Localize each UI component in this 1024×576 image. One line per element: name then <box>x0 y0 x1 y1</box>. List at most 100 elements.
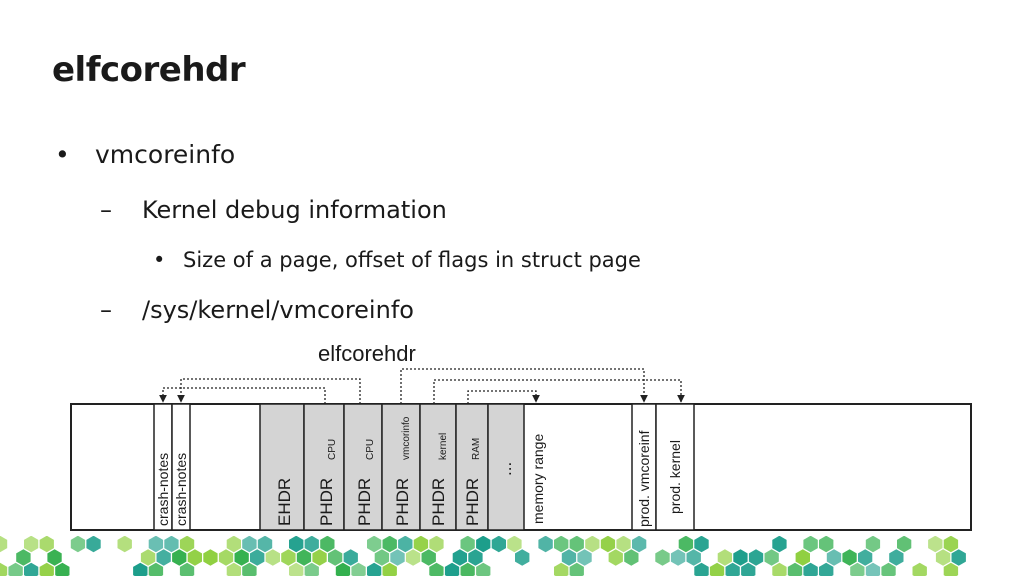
footer-hexagon <box>8 562 23 576</box>
footer-hexagon <box>242 562 257 576</box>
crash-notes-label-1: crash-notes <box>155 453 171 526</box>
footer-hexagon <box>826 549 842 566</box>
footer-hexagon <box>24 562 39 576</box>
ehdr-cell <box>259 403 305 531</box>
footer-hexagon <box>257 536 273 553</box>
phdr-sub-5: RAM <box>471 438 482 460</box>
footer-hexagon <box>515 549 530 566</box>
memory-range-label: memory range <box>530 434 546 524</box>
footer-hexagon <box>296 549 312 566</box>
footer-hexagon <box>608 549 623 566</box>
footer-hexagon <box>335 562 351 576</box>
phdr-vmcoreinfo-cell <box>381 403 421 531</box>
arrow-cpu2-to-crash-notes <box>177 378 361 404</box>
footer-hexagon <box>725 562 740 576</box>
footer-hexagon <box>476 536 491 553</box>
footer-hexagon <box>795 549 810 566</box>
footer-hexagon <box>164 536 179 553</box>
footer-hexagon <box>787 562 803 576</box>
footer-hexagon <box>351 562 366 576</box>
footer-hexagon <box>0 562 8 576</box>
footer-hexagon <box>748 549 764 566</box>
diagram-title: elfcorehdr <box>318 341 416 366</box>
footer-hexagon <box>187 549 202 566</box>
elfcorehdr-diagram: elfcorehdr crash-notes crash-notes EHDR … <box>70 341 972 531</box>
slide-title: elfcorehdr <box>52 50 246 90</box>
footer-hexagon <box>39 562 54 576</box>
footer-hexagon <box>179 562 195 576</box>
footer-hexagon <box>600 536 616 553</box>
footer-hexagon <box>569 562 584 576</box>
ellipsis-label: ... <box>496 462 515 476</box>
footer-hexagon <box>382 536 397 553</box>
footer-hexagon <box>289 562 304 576</box>
footer-hexagon <box>148 536 164 553</box>
footer-hexagon <box>250 549 265 566</box>
footer-hexagon <box>554 536 569 553</box>
footer-hexagon <box>328 549 343 566</box>
footer-hexagon <box>850 562 865 576</box>
footer-hexagon <box>421 549 436 566</box>
footer-hexagon <box>554 562 569 576</box>
bullet-marker: – <box>100 196 112 224</box>
footer-hexagon <box>616 536 631 553</box>
footer-hexagon <box>803 536 818 553</box>
prod-kernel-cell <box>655 403 695 531</box>
footer-hexagon <box>289 536 304 553</box>
footer-hexagon <box>538 536 553 553</box>
footer-hexagon <box>632 536 647 553</box>
bullet-page-size: •Size of a page, offset of flags in stru… <box>153 248 641 272</box>
footer-hexagon <box>928 536 943 553</box>
footer-hexagon <box>382 562 397 576</box>
footer-hexagon <box>148 562 164 576</box>
footer-hexagon <box>655 549 670 566</box>
footer-hexagon <box>133 562 148 576</box>
phdr-sub-2: CPU <box>365 439 376 460</box>
bullet-sysfs-path: – /sys/kernel/vmcoreinfo <box>100 296 414 324</box>
footer-hexagon <box>943 562 959 576</box>
footer-hexagon <box>772 536 787 553</box>
bullet-marker: – <box>100 296 112 324</box>
phdr-kernel-cell <box>419 403 457 531</box>
footer-hexagon <box>70 536 86 553</box>
phdr-label-5: PHDR <box>463 478 482 526</box>
bullet-vmcoreinfo: • vmcoreinfo <box>55 140 235 169</box>
footer-hexagon <box>0 536 8 553</box>
footer-hexagon <box>577 549 592 566</box>
footer-hexagon <box>429 536 444 553</box>
footer-hexagon <box>709 562 725 576</box>
footer-hexagon <box>304 536 319 553</box>
phdr-label-2: PHDR <box>355 478 374 526</box>
bullet-text: /sys/kernel/vmcoreinfo <box>142 296 414 324</box>
footer-hexagon <box>912 562 927 576</box>
footer-hexagon <box>889 549 904 566</box>
prod-vmcoreinfo-cell <box>631 403 657 531</box>
footer-hexagon <box>55 562 70 576</box>
footer-hexagon <box>764 549 779 566</box>
prod-vmcoreinfo-label: prod. vmcoreinf <box>636 430 652 527</box>
bullet-marker: • <box>55 140 70 169</box>
footer-hexagon <box>865 562 881 576</box>
footer-hexagon <box>897 536 912 553</box>
footer-hexagon <box>935 549 951 566</box>
crash-notes-cell-2 <box>171 403 191 531</box>
phdr-label-1: PHDR <box>317 478 336 526</box>
footer-hexagon <box>772 562 787 576</box>
bullet-text: Kernel debug information <box>142 196 447 224</box>
footer-hexagon <box>460 536 475 553</box>
footer-hexagon <box>242 536 257 553</box>
footer-hexagon <box>444 562 460 576</box>
ehdr-label: EHDR <box>275 478 294 526</box>
ellipsis-cell <box>487 403 525 531</box>
footer-hexagon <box>140 549 156 566</box>
footer-hexagon <box>670 549 686 566</box>
arrow-cpu1-to-crash-notes <box>159 387 326 404</box>
footer-hexagon <box>741 562 756 576</box>
footer-hexagon <box>179 536 195 553</box>
phdr-label-4: PHDR <box>429 478 448 526</box>
crash-notes-label-2: crash-notes <box>173 453 189 526</box>
bullet-text: vmcoreinfo <box>95 140 236 169</box>
footer-hexagon <box>858 549 873 566</box>
footer-hexagon <box>491 536 506 553</box>
phdr-label-3: PHDR <box>393 478 412 526</box>
